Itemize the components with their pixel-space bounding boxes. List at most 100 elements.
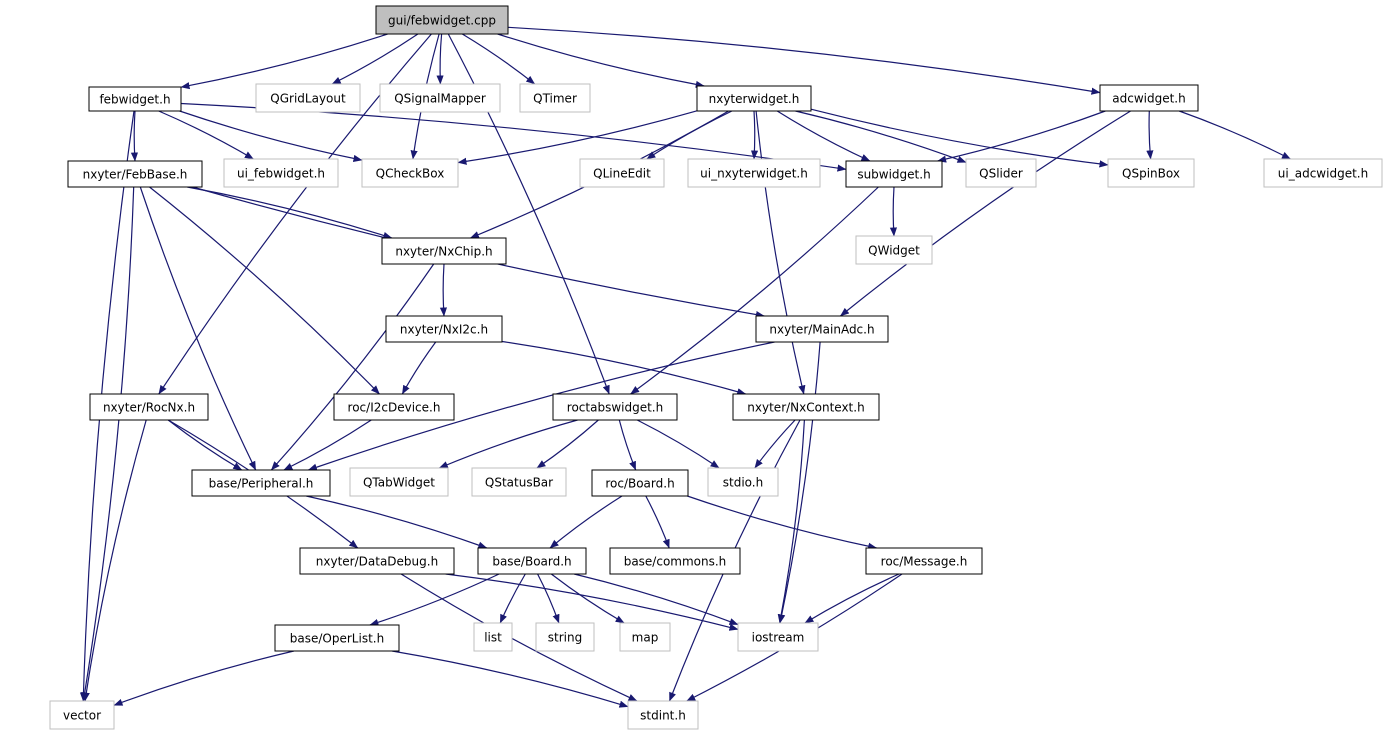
node-box <box>707 467 779 497</box>
node-box <box>274 624 400 652</box>
edge-adcwidget_h-to-ui_adcwidget_h <box>1178 110 1291 160</box>
node-RocNx_h[interactable]: nxyter/RocNx.h <box>89 393 209 421</box>
node-box <box>591 469 689 497</box>
node-label: QStatusBar <box>485 476 553 490</box>
node-QWidget: QWidget <box>855 235 933 265</box>
edge-root-to-QGridLayout <box>331 33 419 85</box>
edge-root-to-QSignalMapper <box>436 33 444 85</box>
edge-subwidget_h-to-roctabswidget_h <box>630 186 879 395</box>
edge-adcwidget_h-to-QSpinBox <box>1146 110 1154 160</box>
node-vector: vector <box>49 700 115 730</box>
node-box <box>737 622 819 652</box>
node-roctabswidget_h[interactable]: roctabswidget.h <box>552 393 678 421</box>
node-label: nxyter/NxContext.h <box>747 401 864 415</box>
node-box <box>88 86 182 112</box>
node-QSlider: QSlider <box>965 158 1037 188</box>
edge-rocBoard_h-to-baseBoard_h <box>549 495 623 549</box>
node-box <box>619 622 671 652</box>
node-QStatusBar: QStatusBar <box>471 467 567 497</box>
edge-OperList_h-to-vector <box>113 650 295 706</box>
edge-nxyterwidget_h-to-QCheckBox <box>457 110 698 165</box>
edge-NxI2c_h-to-I2cDevice_h <box>401 341 437 395</box>
node-ui_adcwidget_h: ui_adcwidget.h <box>1263 158 1383 188</box>
node-nxyterwidget_h[interactable]: nxyterwidget.h <box>696 85 812 112</box>
edge-roctabswidget_h-to-rocBoard_h <box>618 419 637 471</box>
node-baseBoard_h[interactable]: base/Board.h <box>477 547 587 575</box>
edge-NxContext_h-to-iostream <box>777 419 805 624</box>
node-OperList_h[interactable]: base/OperList.h <box>274 624 400 652</box>
edge-RocNx_h-to-vector <box>82 419 147 702</box>
node-label: QSpinBox <box>1122 167 1180 181</box>
node-box <box>732 393 880 421</box>
node-box <box>609 547 741 575</box>
node-NxI2c_h[interactable]: nxyter/NxI2c.h <box>385 315 503 343</box>
edge-nxyterwidget_h-to-NxContext_h <box>755 110 806 395</box>
node-QSpinBox: QSpinBox <box>1107 158 1195 188</box>
node-QCheckBox: QCheckBox <box>361 158 459 188</box>
node-label: nxyter/NxChip.h <box>395 245 492 259</box>
node-label: roc/Board.h <box>605 477 674 491</box>
edge-NxChip_h-to-Peripheral_h <box>270 263 435 471</box>
node-label: QGridLayout <box>270 92 346 106</box>
node-box <box>191 469 331 497</box>
edge-baseBoard_h-to-list <box>499 573 526 624</box>
node-NxContext_h[interactable]: nxyter/NxContext.h <box>732 393 880 421</box>
node-label: QLineEdit <box>593 167 651 181</box>
node-label: stdio.h <box>723 476 763 490</box>
node-box <box>477 547 587 575</box>
edge-nxyterwidget_h-to-QSlider <box>795 110 967 163</box>
node-box <box>1107 158 1195 188</box>
edge-MainAdc_h-to-iostream <box>778 341 821 624</box>
node-label: subwidget.h <box>857 168 930 182</box>
node-iostream: iostream <box>737 622 819 652</box>
edge-RocNx_h-to-Peripheral_h <box>167 419 243 471</box>
node-I2cDevice_h[interactable]: roc/I2cDevice.h <box>333 393 455 421</box>
node-label: febwidget.h <box>99 93 170 107</box>
edge-root-to-roctabswidget_h <box>447 33 610 395</box>
node-root[interactable]: gui/febwidget.cpp <box>375 5 509 35</box>
node-box <box>855 235 933 265</box>
node-Message_h[interactable]: roc/Message.h <box>865 547 983 575</box>
node-box <box>49 700 115 730</box>
node-label: base/Board.h <box>492 555 571 569</box>
edge-roctabswidget_h-to-QStatusBar <box>536 419 599 469</box>
node-Peripheral_h[interactable]: base/Peripheral.h <box>191 469 331 497</box>
node-rocBoard_h[interactable]: roc/Board.h <box>591 469 689 497</box>
node-QTimer: QTimer <box>519 83 591 113</box>
edge-I2cDevice_h-to-Peripheral_h <box>283 419 372 471</box>
node-NxChip_h[interactable]: nxyter/NxChip.h <box>381 237 507 265</box>
edge-FebBase_h-to-vector <box>81 186 135 702</box>
node-box <box>381 237 507 265</box>
node-box <box>473 622 513 652</box>
node-box <box>349 467 449 497</box>
node-FebBase_h[interactable]: nxyter/FebBase.h <box>67 160 203 188</box>
node-label: QSlider <box>979 167 1023 181</box>
edge-roctabswidget_h-to-QTabWidget <box>438 419 578 469</box>
node-DataDebug_h[interactable]: nxyter/DataDebug.h <box>299 547 455 575</box>
edge-febwidget_h-to-FebBase_h <box>130 110 139 162</box>
node-box <box>471 467 567 497</box>
node-box <box>361 158 459 188</box>
edge-febwidget_h-to-ui_febwidget_h <box>158 110 254 160</box>
edge-baseBoard_h-to-map <box>550 573 625 624</box>
edge-OperList_h-to-stdint_h <box>391 650 629 708</box>
node-box <box>375 5 509 35</box>
node-commons_h[interactable]: base/commons.h <box>609 547 741 575</box>
edge-adcwidget_h-to-subwidget_h <box>937 110 1106 163</box>
node-label: nxyter/DataDebug.h <box>316 555 438 569</box>
node-label: nxyter/RocNx.h <box>103 401 195 415</box>
node-subwidget_h[interactable]: subwidget.h <box>845 160 943 188</box>
edge-adcwidget_h-to-MainAdc_h <box>840 110 1131 317</box>
node-MainAdc_h[interactable]: nxyter/MainAdc.h <box>755 315 889 343</box>
edge-root-to-QTimer <box>461 33 536 85</box>
node-label: base/commons.h <box>624 555 727 569</box>
node-febwidget_h[interactable]: febwidget.h <box>88 86 182 112</box>
edge-root-to-nxyterwidget_h <box>497 33 705 88</box>
edge-root-to-adcwidget_h <box>507 26 1101 95</box>
node-label: string <box>548 631 582 645</box>
node-label: QWidget <box>868 244 920 258</box>
node-adcwidget_h[interactable]: adcwidget.h <box>1099 84 1199 112</box>
node-box <box>687 158 821 188</box>
